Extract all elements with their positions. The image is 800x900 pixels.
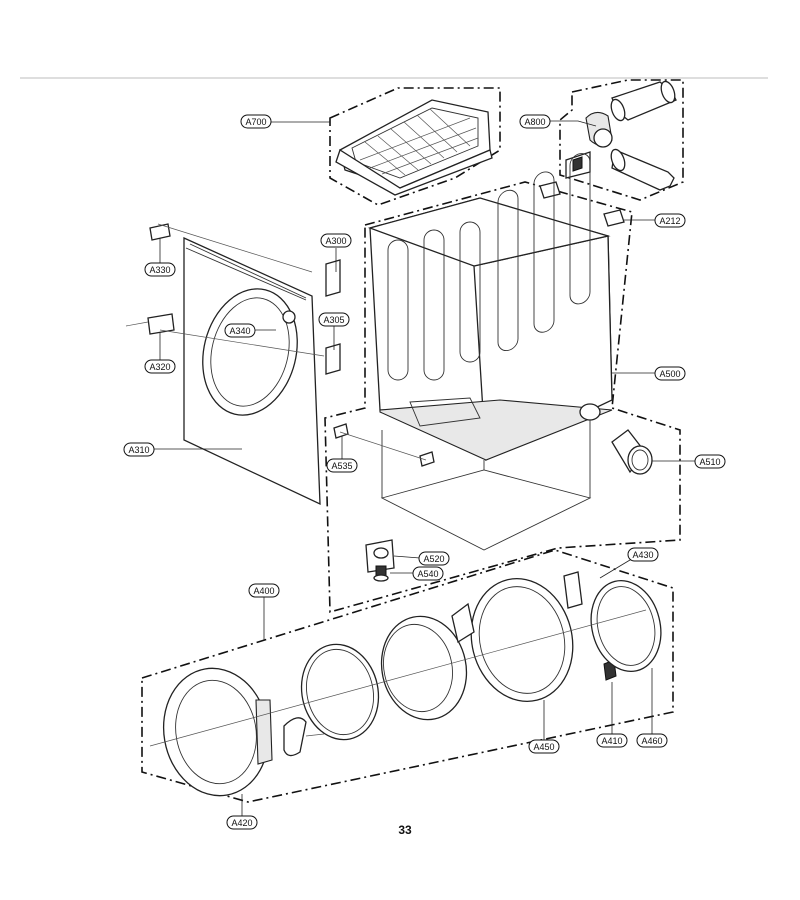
top-bracket-part [539,181,625,227]
callout-a520: A520 [418,551,450,566]
callout-a410: A410 [596,733,628,748]
callout-a212-text: A212 [659,216,680,226]
callout-a540-text: A540 [417,569,438,579]
callout-a400: A400 [248,583,280,598]
callout-a500-text: A500 [659,369,680,379]
drying-rack-part [335,99,493,196]
callout-a212: A212 [654,213,686,228]
callout-a800: A800 [519,114,551,129]
door-outer-ring-part [162,667,273,797]
front-brackets-part [125,223,341,375]
leveling-foot-part [365,539,395,582]
callout-a510-text: A510 [699,457,720,467]
callout-a700-text: A700 [245,117,266,127]
front-panel-part [183,236,321,506]
callout-a310: A310 [123,442,155,457]
callout-a340-text: A340 [229,326,250,336]
callout-a420: A420 [226,815,258,830]
callout-a700: A700 [240,114,272,129]
cabinet-part [367,153,613,462]
callout-a430-text: A430 [632,550,653,560]
door-hinge-part [563,571,617,681]
leader-lines [152,120,696,816]
exhaust-duct-part [611,429,653,475]
callout-a800-text: A800 [524,117,545,127]
callout-a510: A510 [694,454,726,469]
callout-a330: A330 [144,262,176,277]
callout-a410-text: A410 [601,736,622,746]
callout-a300: A300 [320,233,352,248]
callout-a310-text: A310 [128,445,149,455]
callout-a305-text: A305 [323,315,344,325]
callout-a520-text: A520 [423,554,444,564]
callout-a430: A430 [627,547,659,562]
callout-a500: A500 [654,366,686,381]
vent-kit-part [565,80,677,191]
callout-a330-text: A330 [149,265,170,275]
door-glass-part [300,643,380,741]
base-clip-part [333,423,435,467]
callout-a460: A460 [636,733,668,748]
group-outline-cabinet [324,181,681,614]
callout-a420-text: A420 [231,818,252,828]
callout-a300-text: A300 [325,236,346,246]
group-outline-vent-kit [559,79,684,201]
group-outline-door [141,549,674,803]
callout-a450: A450 [528,739,560,754]
door-frame-part [451,577,574,703]
callout-a320-text: A320 [149,362,170,372]
callout-a450-text: A450 [533,742,554,752]
callout-a320: A320 [144,359,176,374]
callout-a305: A305 [318,312,350,327]
door-axis-line [149,609,647,747]
base-projection [380,420,592,551]
page-number: 33 [398,823,412,837]
callout-a535-text: A535 [331,461,352,471]
door-handle-part [283,717,325,757]
callout-a460-text: A460 [641,736,662,746]
callout-a340: A340 [224,323,256,338]
callout-a535: A535 [326,458,358,473]
door-gasket-part [590,579,662,673]
callout-a540: A540 [412,566,444,581]
callout-a400-text: A400 [253,586,274,596]
